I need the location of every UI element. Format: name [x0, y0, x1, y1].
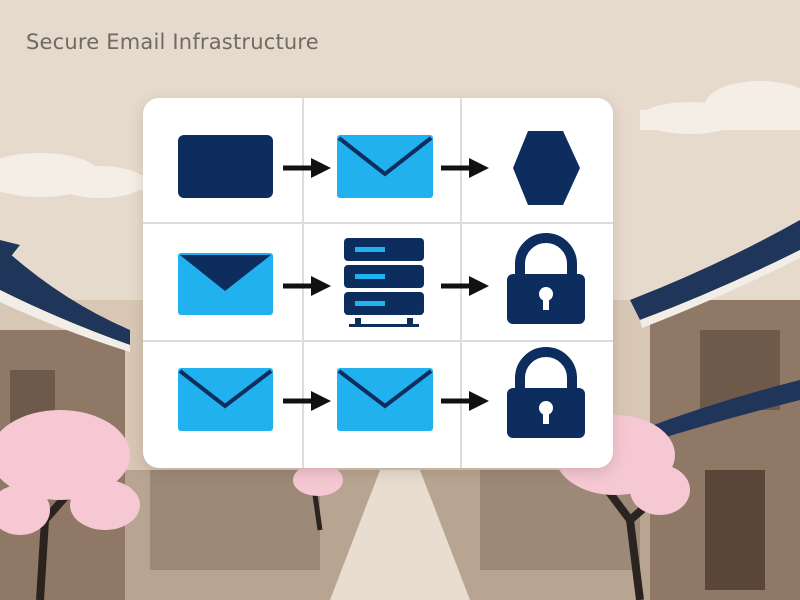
- cherry-tree-middle: [293, 464, 343, 531]
- diagram-card: [143, 98, 613, 468]
- grid-lines: [143, 98, 613, 468]
- padlock-icon: [507, 233, 585, 324]
- row-1: [178, 131, 580, 205]
- envelope-icon: [178, 253, 273, 315]
- envelope-icon: [178, 368, 273, 431]
- server-stack-icon: [344, 238, 424, 327]
- row-3: [178, 347, 585, 438]
- cloud-left: [0, 153, 150, 198]
- row-2: [178, 233, 585, 327]
- envelope-icon: [337, 368, 433, 431]
- flow-diagram: [143, 98, 613, 468]
- cherry-tree-left: [0, 410, 140, 600]
- hexagon-icon: [513, 131, 580, 205]
- rounded-rectangle-icon: [178, 135, 273, 198]
- cloud-right: [640, 81, 800, 134]
- padlock-icon: [507, 347, 585, 438]
- right-house: [630, 220, 800, 600]
- envelope-icon: [337, 135, 433, 198]
- page-title: Secure Email Infrastructure: [26, 30, 319, 54]
- street: [330, 470, 470, 600]
